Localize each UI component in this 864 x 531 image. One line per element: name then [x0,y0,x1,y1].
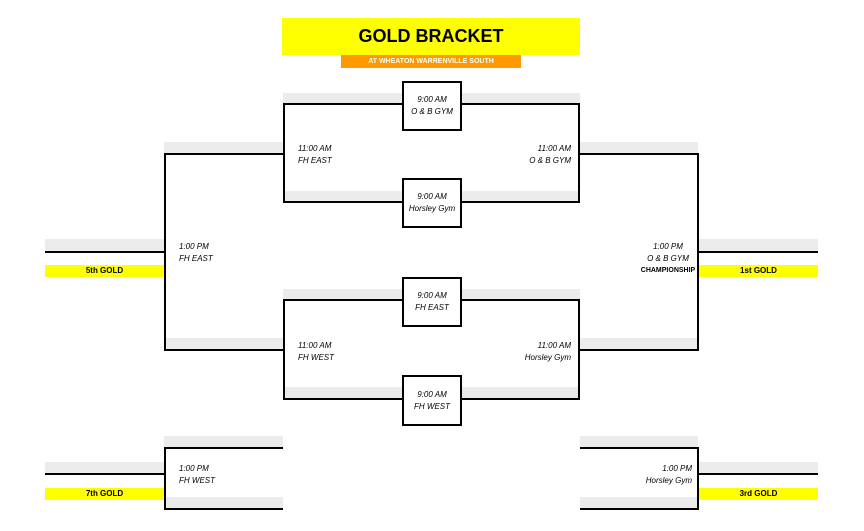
row-shade [698,239,818,251]
game-location: FH WEST [298,353,334,362]
row-shade [460,289,580,299]
fifth-place-game-label: 1:00 PM FH EAST [179,241,259,265]
semi-right-top-label: 11:00 AM O & B GYM [491,143,571,167]
game-time: 11:00 AM [537,144,571,153]
bracket-line [697,473,818,475]
game-time: 9:00 AM [417,95,447,104]
game-location: O & B GYM [411,107,453,116]
bracket-line [164,447,283,449]
game-box-2: 9:00 AM Horsley Gym [402,178,462,228]
row-shade [164,142,283,153]
game-time: 9:00 AM [417,192,447,201]
championship-game-label: 1:00 PM O & B GYM CHAMPIONSHIP [628,241,708,277]
bracket-line [580,447,699,449]
place-label-first: 1st GOLD [699,265,818,277]
game-time: 1:00 PM [179,464,209,473]
row-shade [283,289,403,299]
game-box-4: 9:00 AM FH WEST [402,375,462,426]
game-time: 1:00 PM [653,242,683,251]
bracket-line [164,153,285,155]
game-time: 9:00 AM [417,389,447,399]
row-shade [164,497,283,508]
row-shade [460,387,580,398]
game-time: 1:00 PM [662,464,692,473]
bracket-line [164,508,283,510]
game-time: 9:00 AM [417,291,447,300]
row-shade [283,191,403,201]
game-time: 11:00 AM [537,341,571,350]
row-shade [698,462,818,473]
bracket-line [45,251,166,253]
row-shade [580,338,698,349]
game-location: FH EAST [298,156,332,165]
row-shade [164,436,283,447]
row-shade [580,436,698,447]
bracket-line [164,447,166,510]
row-shade [460,191,580,201]
championship-note: CHAMPIONSHIP [640,267,696,274]
game-location: O & B GYM [647,254,689,263]
game-location: FH WEST [179,476,215,485]
bracket-line [578,349,699,351]
place-label-seventh: 7th GOLD [45,488,164,500]
bracket-line [697,251,818,253]
bracket-line [580,508,699,510]
semi-right-bottom-label: 11:00 AM Horsley Gym [491,340,571,364]
game-time: 1:00 PM [179,242,209,251]
row-shade [164,338,283,349]
row-shade [45,239,164,251]
game-location: FH EAST [179,254,213,263]
row-shade [580,497,698,508]
game-location: Horsley Gym [524,353,571,362]
bracket-line [45,473,166,475]
seventh-place-game-label: 1:00 PM FH WEST [179,463,259,487]
bracket-subtitle: AT WHEATON WARRENVILLE SOUTH [341,55,521,68]
bracket-line [578,153,699,155]
place-label-third: 3rd GOLD [699,488,818,500]
game-time: 11:00 AM [298,144,332,153]
game-box-3: 9:00 AM FH EAST [402,277,462,327]
bracket-line [697,447,699,510]
row-shade [580,142,698,153]
semi-left-bottom-label: 11:00 AM FH WEST [298,340,378,364]
row-shade [45,462,164,473]
row-shade [283,93,403,103]
semi-left-top-label: 11:00 AM FH EAST [298,143,378,167]
game-location: O & B GYM [529,156,571,165]
bracket-line [164,349,285,351]
game-location: FH WEST [414,401,450,411]
game-location: Horsley Gym [408,204,456,213]
third-place-game-label: 1:00 PM Horsley Gym [612,463,692,487]
row-shade [460,93,580,103]
row-shade [283,387,403,398]
game-location: Horsley Gym [645,476,692,485]
bracket-title: GOLD BRACKET [282,18,580,55]
game-box-1: 9:00 AM O & B GYM [402,81,462,131]
place-label-fifth: 5th GOLD [45,265,164,277]
game-location: FH EAST [415,303,449,312]
game-time: 11:00 AM [298,341,332,350]
